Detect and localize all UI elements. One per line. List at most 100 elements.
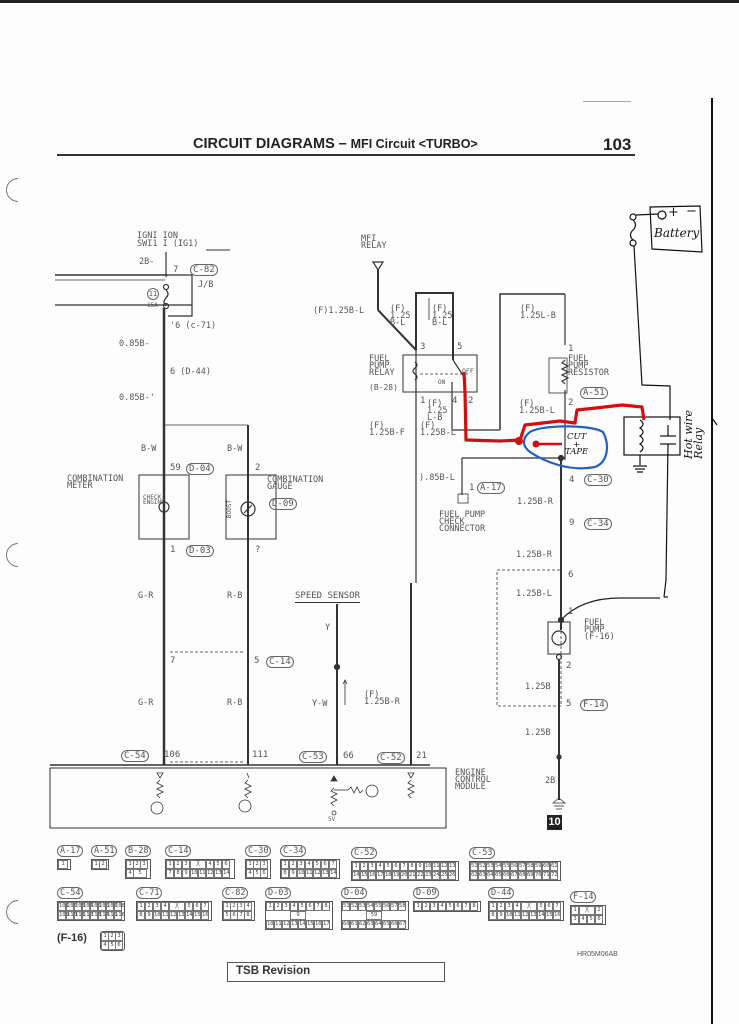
connector-label: B-28 xyxy=(125,845,152,857)
tsb-revision-box: TSB Revision xyxy=(227,962,445,982)
connector-tag-f14: F-14 xyxy=(580,699,608,711)
pin-7-c14: 7 xyxy=(170,656,176,666)
wire-125b-1: 1.25B xyxy=(525,682,551,692)
battery-minus: − xyxy=(686,204,697,219)
page-title: CIRCUIT DIAGRAMS – MFI Circuit <TURBO> xyxy=(193,135,478,152)
pin-5-c14: 5 xyxy=(254,656,260,666)
wire-f-125bl-3: (F) 1.25 B-L xyxy=(432,304,453,329)
page-number: 103 xyxy=(603,135,632,154)
pin-3: 3 xyxy=(420,342,426,352)
off-label: OFF xyxy=(462,367,474,375)
connector-label: D-04 xyxy=(341,887,368,899)
connector-tag-c53: C-53 xyxy=(299,751,327,763)
tsb-revision-label: TSB Revision xyxy=(236,965,311,977)
connector-b28: (B-28) xyxy=(369,383,398,392)
wire-125bl-relay: (F) 1.25B-L xyxy=(420,421,456,439)
pin-9-c34: 9 xyxy=(569,518,575,528)
wire-rb-1: R-B xyxy=(227,591,243,601)
check-engine-label: CHECK ENGINE xyxy=(143,494,165,507)
speed-sensor-label: SPEED SENSOR xyxy=(295,591,361,603)
pin-1-check: 1 xyxy=(469,483,475,493)
page-border-right xyxy=(711,98,713,1024)
battery-label: Battery xyxy=(654,226,700,240)
battery-plus: + xyxy=(668,205,679,220)
title-dash: – xyxy=(338,136,347,152)
connector-tag-c54: C-54 xyxy=(121,750,149,762)
connector-tag-c30: C-30 xyxy=(584,474,612,486)
wire-125bl-resistor: (F) 1.25B-L xyxy=(519,399,555,417)
connector-label: D-44 xyxy=(488,887,515,899)
pin-21: 21 xyxy=(416,751,427,761)
ecm-label: ENGINE CONTROL MODULE xyxy=(455,768,491,793)
ign-label-1: IGNI ION xyxy=(137,231,178,241)
jb-label: J/B xyxy=(198,280,214,290)
connector-tag-a17: A-17 xyxy=(477,482,505,494)
connector-label: F-14 xyxy=(570,891,597,903)
connector-a17: A-17 1 xyxy=(57,838,84,870)
wire-125lb-resistor: (F) 1.25L-B xyxy=(520,304,556,322)
wire-125bl-chain: 1.25B-L xyxy=(516,589,552,599)
pin-6-c71: '6 (c-71) xyxy=(170,321,217,331)
wire-125br-2: 1.25B-R xyxy=(516,550,552,560)
pin-2-pump: 2 xyxy=(566,661,572,671)
wire-125lb: (F) 1.25 L-B xyxy=(427,399,448,424)
pin-4-relay: 4 xyxy=(452,396,458,406)
mfi-relay-label: MFI RELAY xyxy=(361,234,387,252)
combination-gauge-label: COMBINATION GAUGE xyxy=(267,475,324,493)
pin-2-resistor: 2 xyxy=(568,398,574,408)
cut-tape-note: CUT + TAPE xyxy=(565,432,589,458)
combination-meter-label: COMBINATION METER xyxy=(67,474,124,492)
circuit-title: MFI Circuit <TURBO> xyxy=(350,137,478,151)
wire-085b-2: 0.85B-' xyxy=(119,393,155,403)
connector-label: C-54 xyxy=(57,887,84,899)
connector-tag-d04: D-04 xyxy=(186,463,214,475)
pin-1-pump: 1 xyxy=(568,607,574,617)
scan-edge xyxy=(0,0,739,3)
wire-gr-1: G-R xyxy=(138,591,154,601)
pin-1-resistor: 1 xyxy=(568,344,574,354)
fuse-number: 11 xyxy=(147,288,159,300)
wire-y: Y xyxy=(325,623,331,633)
connector-tag-a51: A-51 xyxy=(580,387,608,399)
wire-f-125bl-2: (F) 1.25 B-L xyxy=(390,304,411,329)
fuel-pump-relay-label: FUEL PUMP RELAY xyxy=(369,354,395,379)
connector-label: C-30 xyxy=(245,845,272,857)
wire-2b-ground: 2B xyxy=(545,776,556,786)
pin-5-f14: 5 xyxy=(566,699,572,709)
wire-yw: Y-W xyxy=(312,699,328,709)
pin-59: 59 xyxy=(170,463,181,473)
wire-125b-2: 1.25B xyxy=(525,728,551,738)
fuel-pump-resistor-label: FUEL PUMP RESISTOR xyxy=(568,354,609,379)
connector-label: C-71 xyxy=(136,887,163,899)
connector-label: D-09 xyxy=(413,887,440,899)
ign-label-2: SWI1 I (IG1) xyxy=(137,239,199,249)
drawing-code: HR05M06AB xyxy=(577,951,618,958)
pin-1-relay: 1 xyxy=(420,396,426,406)
wire-bw-right: B-W xyxy=(227,444,243,454)
wire-gr-2: G-R xyxy=(138,698,154,708)
pin-6-d44: 6 (D-44) xyxy=(170,367,211,377)
